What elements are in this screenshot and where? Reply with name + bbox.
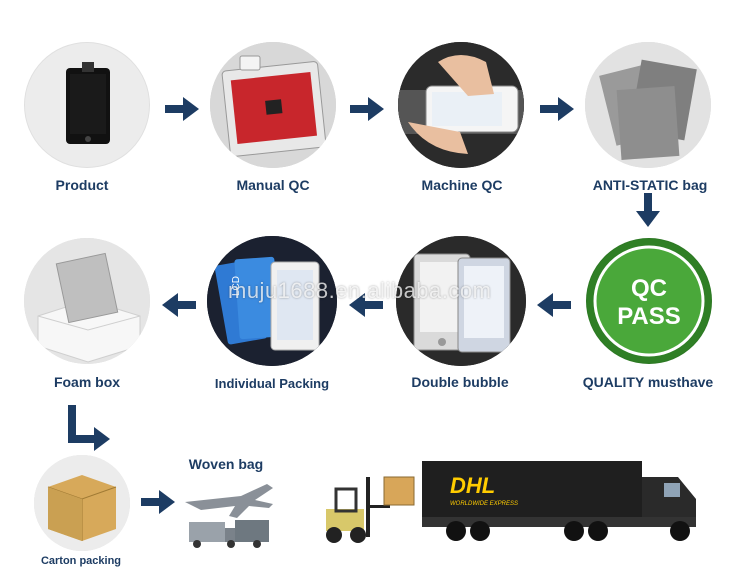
- carton-label: Carton packing: [41, 555, 121, 567]
- double-bubble-label: Double bubble: [411, 374, 508, 390]
- product-circle: [24, 42, 150, 168]
- product-label: Product: [56, 177, 109, 193]
- arrow-right-icon: [350, 97, 384, 121]
- dhl-logo-text: DHL: [450, 473, 495, 498]
- machine-qc-circle: [398, 42, 524, 168]
- arrow-right-icon: [141, 490, 175, 514]
- manual-qc-circle: [210, 42, 336, 168]
- airplane-trucks-image: [181, 476, 277, 552]
- individual-packing-label: Individual Packing: [215, 376, 329, 391]
- foam-box-image: [24, 238, 150, 364]
- arrow-down-icon: [636, 193, 660, 227]
- machine-qc-label: Machine QC: [422, 177, 503, 193]
- qc-pass-badge: QC PASS: [586, 238, 712, 364]
- lcd-inspection-image: [210, 42, 336, 168]
- anti-static-circle: [585, 42, 711, 168]
- phone-screen-image: [24, 42, 150, 168]
- quality-label: QUALITY musthave: [583, 374, 713, 390]
- carton-circle: [34, 455, 130, 551]
- manual-qc-label: Manual QC: [236, 177, 309, 193]
- foam-box-circle: [24, 238, 150, 364]
- anti-static-bag-image: [585, 42, 711, 168]
- qc-pass-seal: QC PASS: [586, 238, 712, 364]
- foam-box-label: Foam box: [54, 374, 120, 390]
- carton-box-image: [34, 455, 130, 551]
- dhl-tagline-text: WORLDWIDE EXPRESS: [450, 501, 518, 507]
- anti-static-label: ANTI-STATIC bag: [593, 177, 708, 193]
- watermark-text: muju1688.en.alibaba.com: [228, 278, 491, 304]
- pass-text: PASS: [617, 303, 681, 330]
- arrow-left-icon: [537, 293, 571, 317]
- qc-text: QC: [631, 275, 667, 302]
- dhl-truck-forklift-image: DHL WORLDWIDE EXPRESS: [318, 455, 718, 547]
- woven-bag-label: Woven bag: [189, 456, 263, 472]
- arrow-right-icon: [540, 97, 574, 121]
- arrow-left-icon: [162, 293, 196, 317]
- machine-test-image: [398, 42, 524, 168]
- arrow-right-icon: [165, 97, 199, 121]
- elbow-arrow-icon: [68, 405, 112, 451]
